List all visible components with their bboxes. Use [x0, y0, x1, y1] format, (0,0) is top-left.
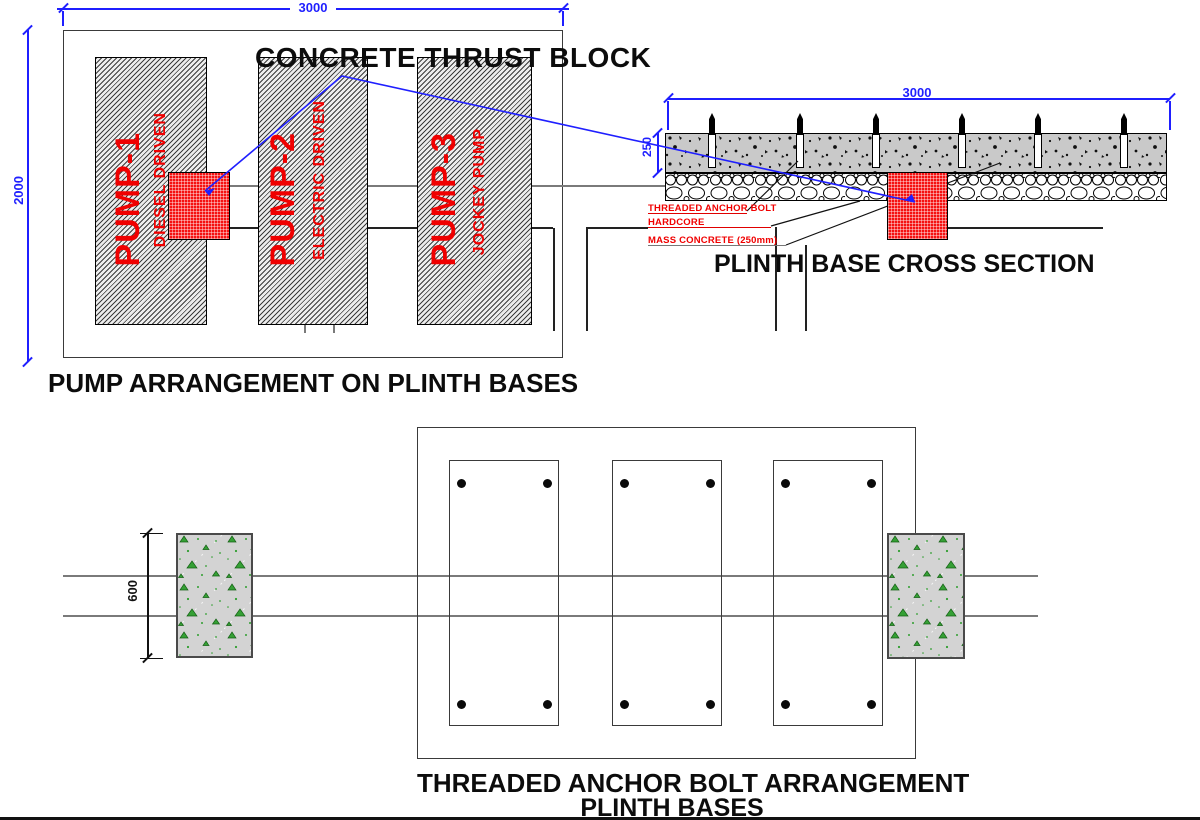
- pump-1-type: DIESEL DRIVEN: [152, 112, 169, 248]
- anchor-bolt-shaft: [872, 134, 880, 168]
- pipe-line-bottom-upper: [63, 575, 1038, 577]
- pipe-line-bottom-lower: [63, 615, 1038, 617]
- callout-underline: [648, 212, 747, 214]
- anchor-bolt: [797, 113, 803, 135]
- anchor-bolt-shaft: [796, 134, 804, 168]
- dimension-line-section-width: [668, 98, 1170, 100]
- dimension-extension: [62, 11, 64, 26]
- bolt-plan-title-line1: THREADED ANCHOR BOLT ARRANGEMENT: [417, 768, 970, 798]
- dimension-extension: [1169, 101, 1171, 130]
- drawing-frame-line: [0, 817, 1200, 820]
- anchor-bolt-dot: [866, 699, 876, 709]
- anchor-bolt-dot: [780, 699, 790, 709]
- pipe-drop-line: [553, 228, 555, 331]
- thrust-block-title: CONCRETE THRUST BLOCK: [255, 42, 652, 73]
- callout-underline: [648, 244, 786, 246]
- dimension-label-plan-height: 2000: [11, 176, 26, 205]
- dimension-extension: [562, 11, 564, 26]
- pump-2-name: PUMP-2: [264, 132, 302, 267]
- anchor-bolt-shaft: [1120, 134, 1128, 168]
- anchor-bolt-dot: [619, 478, 629, 488]
- anchor-bolt: [959, 113, 965, 135]
- callout-underline: [648, 226, 771, 228]
- thrust-block-pipe-right: [887, 533, 965, 659]
- plinth-base-rect-1: [449, 460, 559, 726]
- anchor-bolt-dot: [866, 478, 876, 488]
- plinth-base-rect-2: [612, 460, 722, 726]
- anchor-bolt-dot: [780, 478, 790, 488]
- pump-2-type: ELECTRIC DRIVEN: [311, 100, 328, 260]
- pump-plan-title: PUMP ARRANGEMENT ON PLINTH BASES: [48, 368, 579, 398]
- dimension-extension: [667, 101, 669, 130]
- anchor-bolt: [1035, 113, 1041, 135]
- dimension-label-plan-width: 3000: [290, 0, 336, 15]
- anchor-bolt: [873, 113, 879, 135]
- concrete-slab: [665, 133, 1167, 173]
- dimension-label-slab-thickness: 250: [640, 137, 654, 158]
- anchor-bolt-dot: [619, 699, 629, 709]
- cross-section-title: PLINTH BASE CROSS SECTION: [714, 250, 1095, 278]
- dimension-line-block-height: [147, 533, 149, 658]
- anchor-bolt-dot: [705, 699, 715, 709]
- thrust-block-pipe-left: [176, 533, 253, 658]
- callout-threaded-anchor-bolt: THREADED ANCHOR BOLT: [648, 203, 777, 214]
- dimension-line-slab-thickness: [657, 133, 659, 173]
- anchor-bolt-dot: [456, 478, 466, 488]
- pipe-drop-line: [586, 228, 588, 331]
- pump-1-name: PUMP-1: [109, 132, 147, 267]
- anchor-bolt-dot: [456, 699, 466, 709]
- dimension-line-plan-height: [27, 30, 29, 362]
- pipe-line-lower-seg3: [586, 227, 648, 229]
- dimension-extension: [140, 657, 163, 659]
- anchor-bolt-dot: [542, 699, 552, 709]
- anchor-bolt: [1121, 113, 1127, 135]
- anchor-bolt-shaft: [708, 134, 716, 168]
- pump-3-name: PUMP-3: [425, 132, 463, 267]
- bolt-plan-title-line2: PLINTH BASES: [580, 794, 764, 820]
- anchor-bolt-dot: [542, 478, 552, 488]
- thrust-block-section: [887, 172, 948, 240]
- anchor-bolt-shaft: [1034, 134, 1042, 168]
- dimension-extension: [140, 532, 163, 534]
- anchor-bolt-dot: [705, 478, 715, 488]
- thrust-block-plan: [168, 172, 230, 240]
- anchor-bolt-shaft: [958, 134, 966, 168]
- dimension-label-section-width: 3000: [902, 85, 932, 100]
- callout-mass-concrete: MASS CONCRETE (250mm): [648, 235, 778, 246]
- pump-3-type: JOCKEY PUMP: [471, 128, 488, 256]
- plinth-base-rect-3: [773, 460, 883, 726]
- pipe-drop-line: [805, 245, 807, 331]
- callout-hardcore: HARDCORE: [648, 217, 705, 228]
- pipe-drop-line: [775, 227, 777, 331]
- dimension-label-block-height: 600: [125, 580, 140, 602]
- pipe-line-right: [948, 227, 1103, 229]
- anchor-bolt: [709, 113, 715, 135]
